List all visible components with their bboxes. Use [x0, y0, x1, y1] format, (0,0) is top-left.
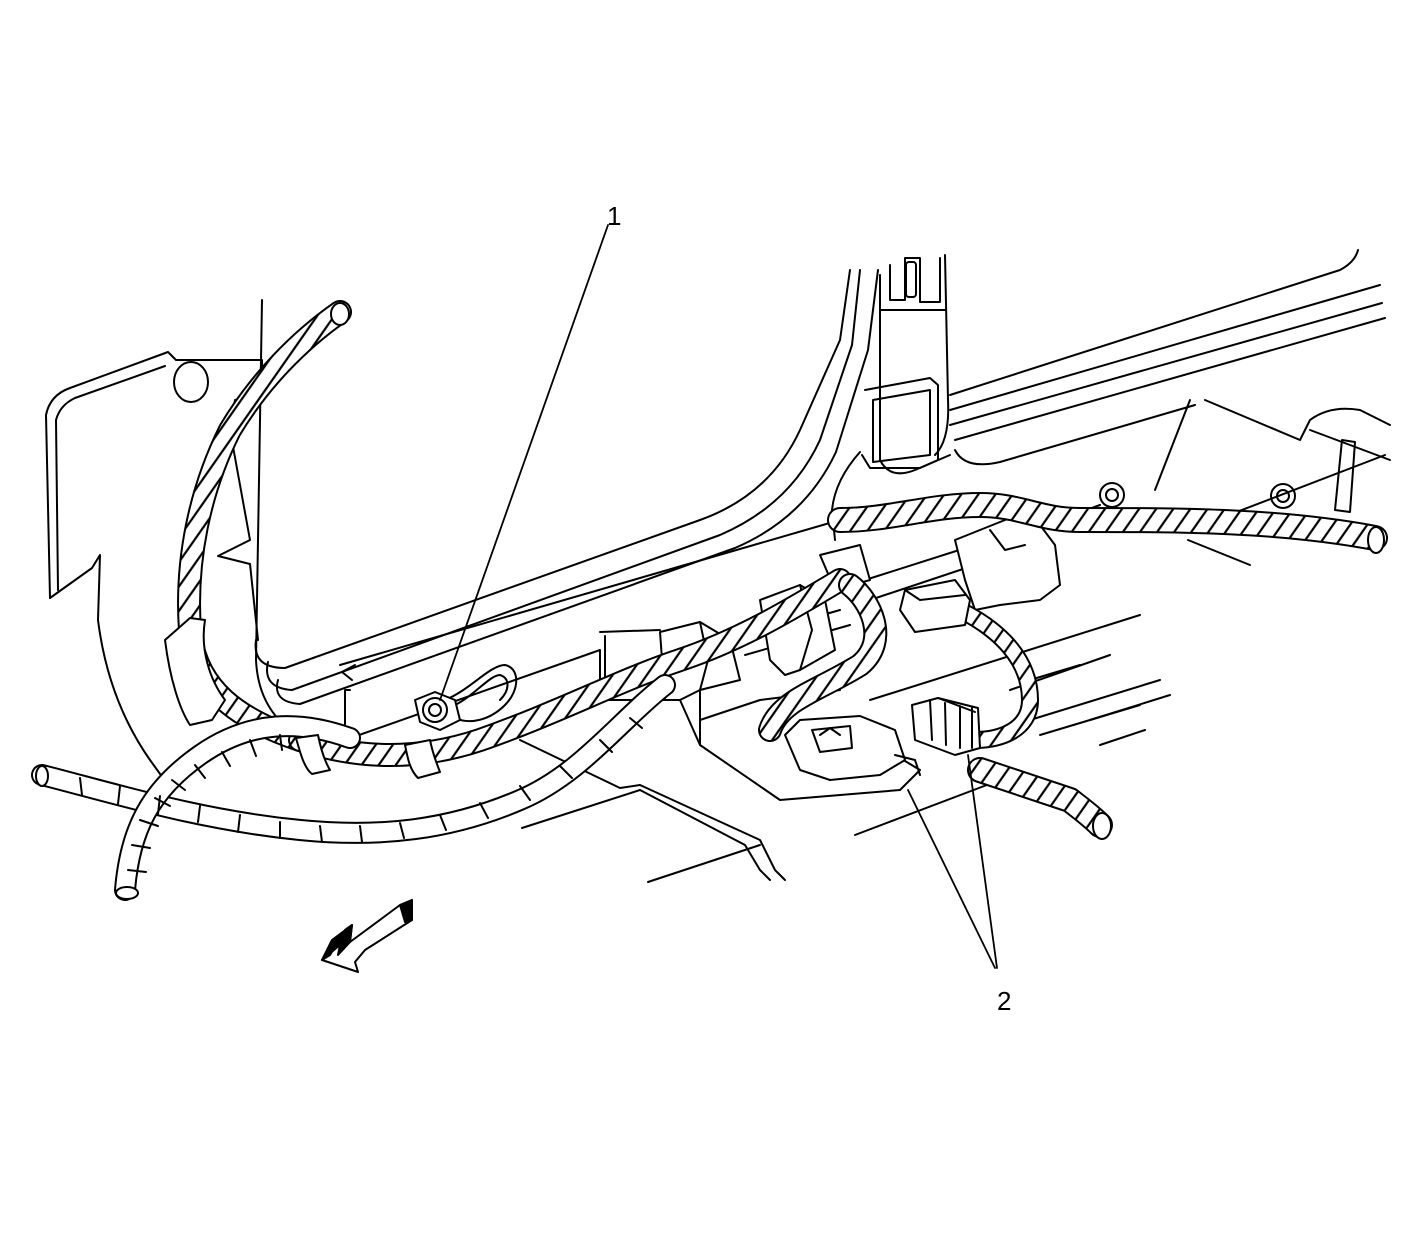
- harness-connector-upper: [899, 579, 971, 633]
- wiring-harness: [31, 300, 1388, 901]
- body-nut-left: [1099, 482, 1125, 508]
- front-direction-arrow-icon: [321, 899, 413, 973]
- harness-retainer: [164, 617, 441, 779]
- callout-label-1: 1: [607, 201, 622, 231]
- harness-connector-side: [911, 697, 981, 756]
- body-nut-right: [1270, 483, 1296, 509]
- ground-bolt: [414, 664, 518, 731]
- door-opening-pillar: [254, 254, 951, 705]
- callout-leader-2: [907, 754, 998, 969]
- callout-label-2: 2: [997, 986, 1012, 1016]
- harness-clip-3: [954, 517, 1061, 611]
- harness-connector-main: [784, 715, 921, 781]
- callout-leader-1: [439, 224, 609, 701]
- rocker-sill: [949, 249, 1391, 566]
